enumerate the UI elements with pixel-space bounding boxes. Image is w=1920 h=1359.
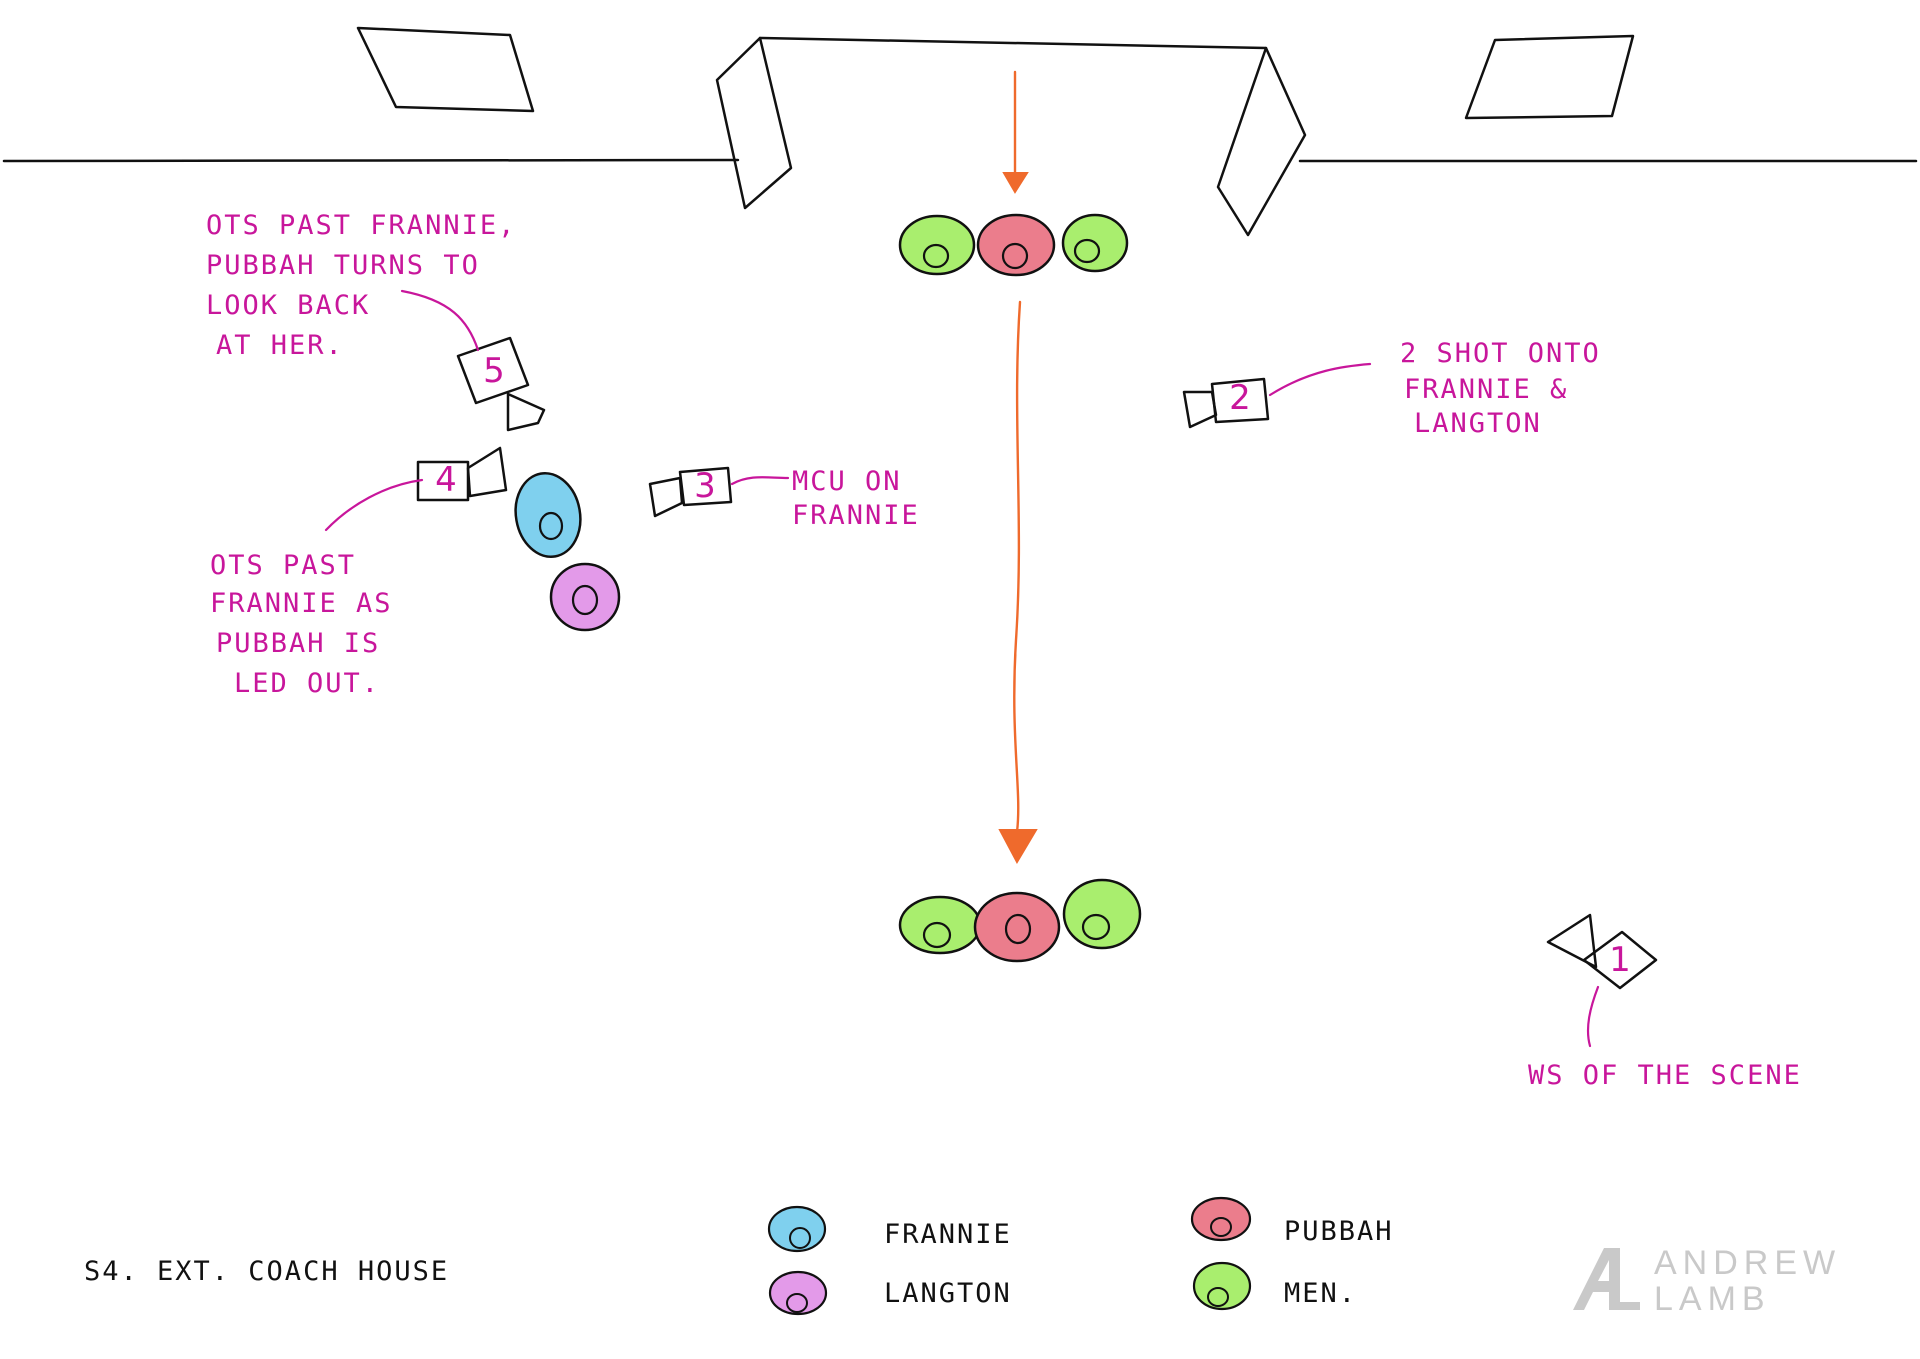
camera-3-number: 3: [694, 466, 716, 506]
legend-men-label: MEN.: [1284, 1278, 1357, 1309]
camera-3: 3: [648, 466, 733, 518]
frannie: [514, 472, 582, 558]
camera-2-number: 2: [1229, 378, 1251, 418]
logo-line-2: LAMB: [1654, 1280, 1771, 1318]
camera-4: 4: [416, 446, 508, 502]
langton: [549, 562, 621, 632]
legend-men-swatch: [1192, 1261, 1252, 1311]
annotations: OTS PAST FRANNIE, PUBBAH TURNS TO LOOK B…: [206, 210, 1802, 1091]
leader-camera-2: [1268, 362, 1372, 397]
arrow-entry-head: [1002, 172, 1029, 194]
window-left: [356, 26, 535, 113]
arrow-walk-line: [1013, 300, 1022, 834]
leader-camera-5: [400, 289, 480, 352]
leader-camera-3: [730, 476, 790, 486]
men-end-left: [898, 895, 982, 955]
window-right: [1464, 34, 1635, 120]
legend-frannie: FRANNIE: [767, 1205, 1012, 1253]
camera-1: 1: [1546, 913, 1658, 990]
wall-line: [2, 158, 1918, 163]
arrow-walk-head: [998, 829, 1038, 865]
camera-2: 2: [1182, 377, 1270, 429]
men-start-left: [898, 214, 976, 276]
cameras: 5 4 3 2 1: [416, 336, 1658, 990]
gate-left-door: [715, 36, 793, 210]
pubbah-start: [976, 213, 1056, 277]
camera-4-note: OTS PAST FRANNIE AS PUBBAH IS LED OUT.: [210, 550, 411, 699]
camera-1-number: 1: [1609, 940, 1631, 980]
camera-1-note: WS OF THE SCENE: [1528, 1060, 1802, 1091]
men-start-right: [1061, 213, 1129, 273]
camera-4-number: 4: [435, 460, 457, 500]
building-facade: [2, 26, 1918, 237]
logo-line-1: ANDREW: [1654, 1244, 1841, 1282]
legend-men: MEN.: [1192, 1261, 1357, 1311]
logo-mark: [1573, 1248, 1640, 1310]
leader-camera-4: [324, 478, 424, 532]
legend-frannie-label: FRANNIE: [884, 1219, 1012, 1250]
leader-camera-1: [1586, 985, 1600, 1048]
annotation-leaders: [324, 289, 1600, 1048]
legend-pubbah-label: PUBBAH: [1284, 1216, 1394, 1247]
scene-heading: S4. EXT. COACH HOUSE: [84, 1256, 449, 1287]
legend-pubbah: PUBBAH: [1190, 1196, 1394, 1247]
camera-5: 5: [456, 336, 546, 432]
men-end-right: [1062, 878, 1142, 950]
pubbah-end: [973, 891, 1061, 963]
legend-langton-label: LANGTON: [884, 1278, 1012, 1309]
andrew-lamb-logo: ANDREW LAMB: [1573, 1244, 1841, 1318]
characters: [514, 213, 1142, 963]
camera-3-note: MCU ON FRANNIE: [792, 466, 920, 531]
legend: FRANNIE LANGTON PUBBAH MEN.: [767, 1196, 1394, 1316]
legend-langton-swatch: [768, 1270, 828, 1316]
camera-2-note: 2 SHOT ONTO FRANNIE & LANGTON: [1400, 338, 1619, 439]
movement-arrow: [998, 70, 1038, 865]
camera-5-number: 5: [483, 351, 505, 391]
gate-right-door: [1216, 46, 1307, 237]
legend-langton: LANGTON: [768, 1270, 1012, 1316]
gate-top-bar: [758, 36, 1268, 50]
camera-5-note: OTS PAST FRANNIE, PUBBAH TURNS TO LOOK B…: [206, 210, 535, 361]
